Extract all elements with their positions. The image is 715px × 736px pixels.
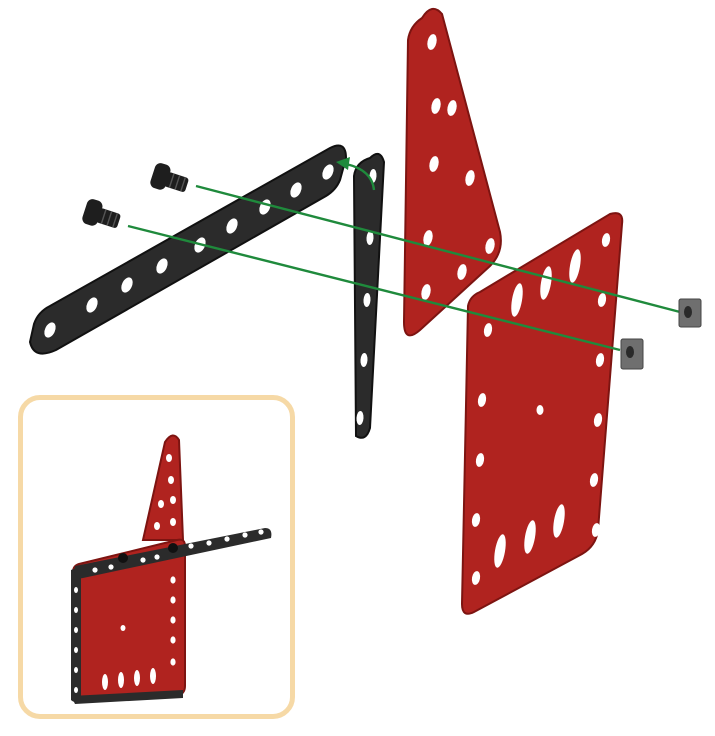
inset-strip-hole	[258, 529, 263, 534]
nut-upper	[679, 299, 701, 327]
inset-strip-hole	[74, 607, 78, 613]
inset-plate-slot	[150, 668, 156, 684]
inset-center-hole	[121, 625, 126, 631]
triangular-plate	[404, 9, 501, 336]
assembled-inset	[18, 395, 295, 719]
inset-strip-hole	[74, 667, 78, 673]
inset-strip-hole	[74, 587, 78, 593]
nut-lower	[621, 339, 643, 369]
inset-plate-hole	[170, 596, 175, 603]
assembled-view	[23, 400, 290, 714]
bolt-upper	[149, 162, 191, 198]
inset-plate-hole	[170, 518, 176, 526]
inset-strip-hole	[206, 540, 211, 545]
inset-strip-hole	[74, 627, 78, 633]
inset-plate-hole	[154, 522, 160, 530]
plate-center-hole	[537, 405, 544, 415]
inset-plate-hole	[170, 576, 175, 583]
inset-strip-hole	[108, 564, 113, 569]
inset-bolt-1	[118, 553, 128, 563]
inset-plate-slot	[134, 670, 140, 686]
inset-plate-hole	[168, 476, 174, 484]
inset-strip-hole	[74, 647, 78, 653]
inset-plate-hole	[158, 500, 164, 508]
inset-plate-slot	[102, 674, 108, 690]
inset-plate-hole	[170, 658, 175, 665]
inset-plate-slot	[118, 672, 124, 688]
inset-plate-hole	[170, 616, 175, 623]
inset-side-strip	[71, 566, 81, 702]
inset-strip-hole	[140, 557, 145, 562]
inset-strip-hole	[242, 532, 247, 537]
inset-plate-hole	[166, 454, 172, 462]
inset-strip-hole	[92, 567, 97, 572]
inset-plate-hole	[170, 636, 175, 643]
flat-plate	[462, 213, 622, 614]
inset-strip-hole	[74, 687, 78, 693]
short-strip	[354, 154, 384, 438]
long-strip	[30, 146, 346, 354]
inset-plate-hole	[170, 496, 176, 504]
inset-strip-hole	[224, 536, 229, 541]
bolt-lower	[81, 198, 123, 234]
inset-bolt-2	[168, 543, 178, 553]
inset-triangular-plate	[143, 435, 183, 540]
inset-strip-hole	[188, 543, 193, 548]
inset-strip-hole	[154, 554, 159, 559]
